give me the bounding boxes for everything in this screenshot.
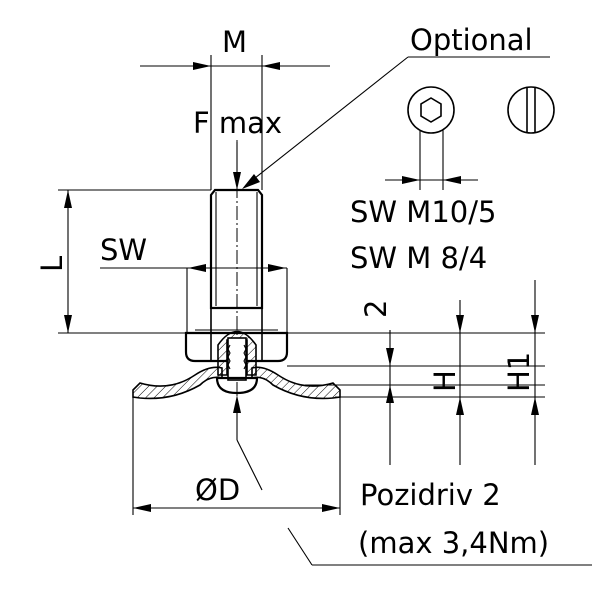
m-dimension: M bbox=[140, 25, 330, 190]
diameter-dimension: ØD bbox=[132, 397, 341, 515]
f-max-force: F max bbox=[193, 106, 282, 190]
optional-callout: Optional bbox=[242, 23, 550, 189]
base-plate bbox=[132, 365, 545, 400]
pozidriv-label: Pozidriv 2 bbox=[360, 478, 501, 512]
f-max-label: F max bbox=[193, 106, 282, 140]
max-torque-label: (max 3,4Nm) bbox=[358, 526, 549, 560]
sw-dimension: SW bbox=[100, 233, 288, 333]
sw-label: SW bbox=[100, 233, 147, 267]
l-label: L bbox=[35, 256, 69, 272]
height-dimensions: 2 H H1 bbox=[287, 280, 545, 465]
diameter-label: ØD bbox=[195, 473, 240, 507]
pozidriv-note: Pozidriv 2 (max 3,4Nm) bbox=[287, 478, 592, 566]
h1-label: H1 bbox=[502, 352, 536, 392]
h-label: H bbox=[428, 370, 462, 392]
sw-m8-label: SW M 8/4 bbox=[350, 241, 487, 275]
l-dimension: L bbox=[35, 189, 211, 334]
slotted-head-view bbox=[507, 86, 555, 134]
threaded-stud bbox=[209, 188, 264, 333]
sw-m10-label: SW M10/5 bbox=[350, 195, 496, 229]
two-label: 2 bbox=[359, 300, 393, 318]
ball-joint bbox=[217, 330, 257, 381]
m-label: M bbox=[222, 25, 247, 59]
hex-nut bbox=[184, 329, 289, 363]
pozidriv-leader bbox=[233, 395, 263, 491]
hex-socket-head-view bbox=[385, 86, 478, 190]
optional-label: Optional bbox=[410, 23, 533, 57]
